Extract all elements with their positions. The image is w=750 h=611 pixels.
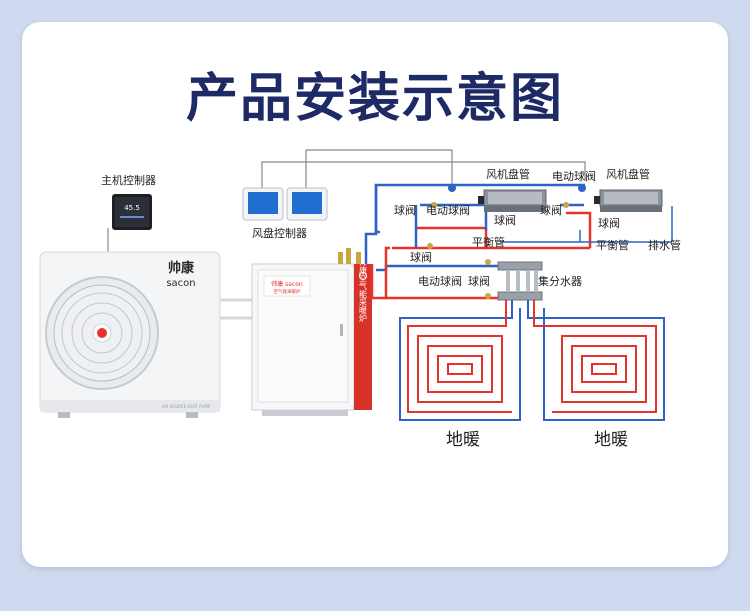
valves [427, 184, 586, 299]
indoor-heating-cabinet: 帅康 sacon 空气能采暖炉 帅康空气能采暖炉 [251, 257, 372, 416]
label-ball-valve-2: 球阀 [494, 214, 516, 227]
label-fan-coil-unit-1: 风机盘管 [486, 168, 530, 181]
label-electric-ball-valve-top: 电动球阀 [552, 170, 596, 183]
label-electric-ball-valve-1: 电动球阀 [426, 204, 470, 217]
ball-valve-3 [427, 243, 433, 249]
label-floor-heating-2: 地暖 [594, 430, 628, 450]
cabinet-side-text: 帅康空气能采暖炉 [359, 257, 368, 323]
page-title: 产品安装示意图 [185, 69, 564, 129]
electric-ball-valve-3 [485, 259, 491, 265]
label-electric-ball-valve-2: 电动球阀 [418, 275, 462, 288]
controller-display: 45.5 [124, 204, 140, 212]
cabinet-badge: 帅康 sacon [271, 280, 303, 288]
unit-brand-cn: 帅康 [168, 260, 195, 276]
label-ball-valve-3: 球阀 [540, 204, 562, 217]
floor-heating-loop-right [527, 300, 665, 421]
unit-cabinet-pipes [220, 298, 252, 320]
label-fan-coil-controller: 风盘控制器 [252, 227, 307, 240]
label-ball-valve-6: 球阀 [468, 275, 490, 288]
control-wires [107, 149, 586, 252]
label-host-controller: 主机控制器 [101, 174, 156, 187]
fan-coil-unit-2 [594, 189, 663, 212]
label-balance-pipe-1: 平衡管 [472, 236, 505, 249]
floor-heating-loop-left [399, 300, 521, 421]
main-piping [364, 183, 673, 300]
ball-valve-1 [431, 202, 437, 208]
label-manifold: 集分水器 [538, 275, 582, 288]
electric-ball-valve-2 [578, 184, 586, 192]
unit-footer-text: AIR SOURCE HEAT PUMP [162, 404, 211, 409]
label-balance-pipe-2: 平衡管 [596, 239, 629, 252]
unit-brand-en: sacon [166, 278, 195, 289]
label-fan-coil-unit-2: 风机盘管 [606, 168, 650, 181]
fan-coil-controller-2 [286, 187, 328, 221]
label-ball-valve-4: 球阀 [598, 217, 620, 230]
label-ball-valve-5: 球阀 [410, 251, 432, 264]
label-floor-heating-1: 地暖 [446, 430, 480, 450]
cabinet-top-fittings [338, 248, 361, 264]
fan-coil-controller-1 [242, 187, 284, 221]
electric-ball-valve-1 [448, 184, 456, 192]
label-ball-valve-1: 球阀 [394, 204, 416, 217]
ball-valve-2 [563, 202, 569, 208]
manifold-device [497, 261, 543, 301]
fan-coil-unit-1 [478, 189, 547, 212]
cabinet-panel-text: 空气能采暖炉 [274, 288, 301, 295]
heat-pump-outdoor-unit: 帅康 sacon AIR SOURCE HEAT PUMP [39, 251, 221, 418]
label-drain-pipe: 排水管 [648, 239, 681, 252]
host-controller-device: 45.5 [112, 194, 152, 230]
ball-valve-4 [485, 293, 491, 299]
